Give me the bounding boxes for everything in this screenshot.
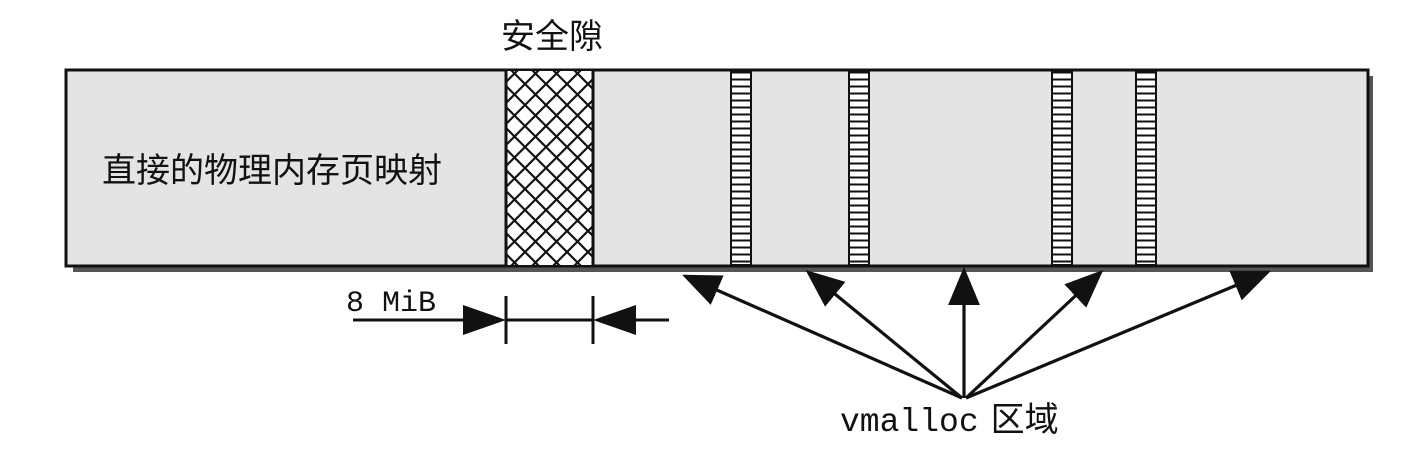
vmalloc-arrow xyxy=(805,269,964,400)
direct-mapping-label: 直接的物理内存页映射 xyxy=(102,151,442,191)
vmalloc-label-mono: vmalloc xyxy=(840,404,979,441)
gap-dimension-marker xyxy=(353,296,669,344)
vmalloc-guard-strip xyxy=(1051,70,1073,266)
safety-gap-label: 安全隙 xyxy=(501,17,603,57)
vmalloc-arrow xyxy=(964,269,1104,400)
vmalloc-guard-strip xyxy=(848,70,870,266)
vmalloc-label-cjk: 区域 xyxy=(991,400,1059,440)
vmalloc-area-label: vmalloc 区域 xyxy=(840,400,1059,441)
gap-size-label: 8 MiB xyxy=(346,287,436,321)
vmalloc-guard-strip xyxy=(730,70,752,266)
vmalloc-arrow xyxy=(682,274,963,400)
vmalloc-guard-strip xyxy=(1135,70,1157,266)
vmalloc-arrow xyxy=(965,270,1271,400)
safety-gap-region xyxy=(504,70,595,266)
vmalloc-arrows xyxy=(682,266,1271,400)
